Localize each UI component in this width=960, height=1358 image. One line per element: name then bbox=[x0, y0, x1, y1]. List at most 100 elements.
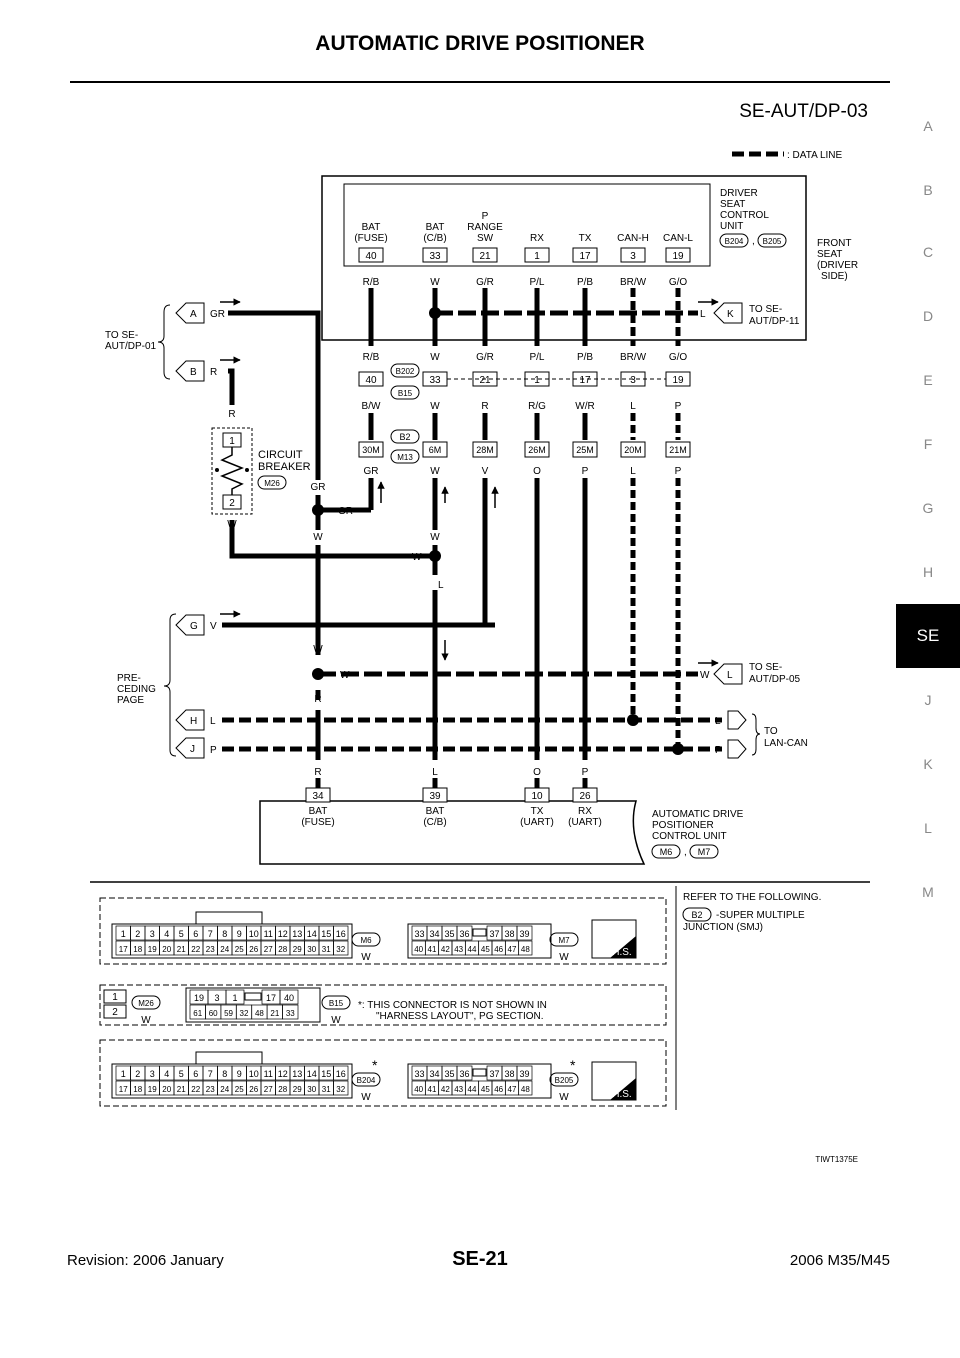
svg-text:44: 44 bbox=[468, 945, 477, 954]
wire-color-label: W bbox=[430, 532, 440, 543]
svg-text:47: 47 bbox=[508, 945, 517, 954]
wire-color-label: L bbox=[700, 309, 706, 320]
svg-text:23: 23 bbox=[206, 945, 215, 954]
svg-text:*: THIS CONNECTOR IS NOT SHOWN: *: THIS CONNECTOR IS NOT SHOWN IN bbox=[358, 1000, 547, 1011]
svg-text:11: 11 bbox=[264, 1069, 273, 1079]
svg-text:M7: M7 bbox=[698, 847, 711, 857]
side-index-h[interactable]: H bbox=[922, 564, 934, 580]
svg-text:1: 1 bbox=[121, 929, 126, 939]
svg-text:38: 38 bbox=[504, 1069, 514, 1079]
svg-text:19: 19 bbox=[672, 375, 684, 386]
svg-text:36: 36 bbox=[459, 929, 469, 939]
svg-text:27: 27 bbox=[264, 945, 273, 954]
svg-text:P: P bbox=[675, 466, 682, 477]
svg-text:21: 21 bbox=[177, 1085, 186, 1094]
figure-id: SE-AUT/DP-03 bbox=[739, 101, 868, 122]
svg-text:7: 7 bbox=[208, 929, 213, 939]
svg-text:12: 12 bbox=[278, 1069, 288, 1079]
svg-text:SEAT: SEAT bbox=[720, 199, 745, 210]
gr-wire bbox=[228, 310, 321, 760]
svg-text:JUNCTION (SMJ): JUNCTION (SMJ) bbox=[683, 922, 763, 933]
m6-m7-connector-row: H.S. bbox=[99, 897, 667, 965]
svg-text:10: 10 bbox=[531, 791, 543, 802]
svg-text:2: 2 bbox=[135, 929, 140, 939]
svg-text:17: 17 bbox=[119, 1085, 128, 1094]
svg-text:P: P bbox=[582, 466, 589, 477]
svg-text:1: 1 bbox=[232, 993, 237, 1003]
svg-text:AUT/DP-11: AUT/DP-11 bbox=[749, 316, 800, 327]
side-index-g[interactable]: G bbox=[922, 500, 934, 516]
top-unit-wires bbox=[368, 288, 681, 346]
svg-text:12: 12 bbox=[278, 929, 288, 939]
svg-text:W: W bbox=[141, 1015, 151, 1026]
svg-text:W/R: W/R bbox=[575, 401, 594, 412]
svg-text:(C/B): (C/B) bbox=[423, 233, 446, 244]
svg-text:UNIT: UNIT bbox=[720, 221, 743, 232]
svg-text:,: , bbox=[752, 236, 755, 247]
svg-text:P: P bbox=[482, 211, 489, 222]
svg-text:GR: GR bbox=[364, 466, 379, 477]
side-index-e[interactable]: E bbox=[923, 372, 933, 388]
svg-text:32: 32 bbox=[240, 1009, 249, 1018]
wire-color-label: P bbox=[210, 745, 217, 756]
page-title: AUTOMATIC DRIVE POSITIONER bbox=[315, 32, 644, 55]
side-index-j[interactable]: J bbox=[924, 692, 932, 708]
svg-text:8: 8 bbox=[222, 929, 227, 939]
side-index-k[interactable]: K bbox=[923, 756, 933, 772]
ref-to-dp01: TO SE- AUT/DP-01 A B bbox=[105, 302, 205, 382]
svg-text:26: 26 bbox=[249, 945, 258, 954]
svg-text:33: 33 bbox=[429, 375, 441, 386]
svg-text:5: 5 bbox=[179, 929, 184, 939]
side-index-c[interactable]: C bbox=[922, 244, 934, 260]
svg-text:G: G bbox=[190, 621, 198, 632]
side-index-b[interactable]: B bbox=[923, 182, 933, 198]
wire-color-label: GR bbox=[338, 506, 353, 517]
svg-text:25M: 25M bbox=[576, 445, 594, 455]
svg-text:7: 7 bbox=[208, 1069, 213, 1079]
svg-text:W: W bbox=[430, 466, 440, 477]
side-index-f[interactable]: F bbox=[923, 436, 933, 452]
svg-text:21: 21 bbox=[479, 251, 491, 262]
svg-text:O: O bbox=[533, 767, 541, 778]
svg-text:30: 30 bbox=[307, 1085, 316, 1094]
svg-text:9: 9 bbox=[237, 1069, 242, 1079]
svg-text:42: 42 bbox=[441, 945, 450, 954]
side-index-l[interactable]: L bbox=[924, 820, 932, 836]
svg-text:TX: TX bbox=[531, 806, 544, 817]
svg-text:42: 42 bbox=[441, 1085, 450, 1094]
svg-text:60: 60 bbox=[209, 1009, 218, 1018]
svg-text:-SUPER MULTIPLE: -SUPER MULTIPLE bbox=[716, 910, 805, 921]
svg-text:R: R bbox=[481, 401, 488, 412]
side-index-a[interactable]: A bbox=[923, 118, 933, 134]
wire-color-label: GR bbox=[311, 482, 326, 493]
svg-text:31: 31 bbox=[322, 1085, 331, 1094]
svg-text:2: 2 bbox=[135, 1069, 140, 1079]
svg-text:33: 33 bbox=[414, 929, 424, 939]
svg-text:10: 10 bbox=[249, 929, 259, 939]
svg-text:8: 8 bbox=[222, 1069, 227, 1079]
wire-color-label: R bbox=[228, 409, 235, 420]
svg-text:1: 1 bbox=[229, 436, 235, 447]
svg-text:(FUSE): (FUSE) bbox=[354, 233, 387, 244]
ref-to-dp11: A K TO SE- AUT/DP-11 bbox=[713, 302, 800, 327]
r-wire bbox=[228, 368, 430, 559]
svg-text:W: W bbox=[361, 952, 371, 963]
svg-text:REFER TO THE FOLLOWING.: REFER TO THE FOLLOWING. bbox=[683, 892, 821, 903]
side-index-se[interactable]: SE bbox=[896, 604, 960, 668]
svg-text:11: 11 bbox=[264, 929, 273, 939]
side-index-d[interactable]: D bbox=[922, 308, 934, 324]
svg-text:RX: RX bbox=[530, 233, 544, 244]
svg-text:19: 19 bbox=[148, 945, 157, 954]
bottom-pin-labels: BAT (FUSE) BAT (C/B) TX (UART) RX (UART) bbox=[301, 806, 602, 828]
svg-text:B2: B2 bbox=[399, 432, 410, 442]
svg-text:AUT/DP-05: AUT/DP-05 bbox=[749, 674, 801, 685]
svg-text:(C/B): (C/B) bbox=[423, 817, 446, 828]
svg-text:40: 40 bbox=[365, 251, 377, 262]
wire-color-label: R bbox=[210, 367, 217, 378]
side-index-m[interactable]: M bbox=[922, 884, 934, 900]
svg-text:17: 17 bbox=[579, 251, 591, 262]
svg-text:21M: 21M bbox=[669, 445, 687, 455]
